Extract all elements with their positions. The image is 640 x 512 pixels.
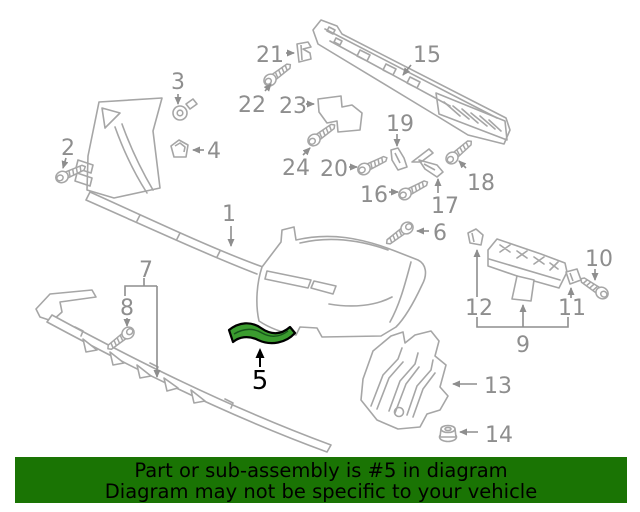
part-label-17: 17 (431, 194, 459, 219)
part-label-19: 19 (386, 112, 414, 137)
part-label-11: 11 (558, 296, 586, 321)
leader-arrows (61, 49, 599, 436)
part-label-4: 4 (207, 139, 221, 164)
bumper-top-edge (85, 191, 264, 275)
part-label-13: 13 (484, 374, 512, 399)
part-label-5: 5 (252, 366, 269, 396)
bracket-icon-19 (390, 147, 408, 171)
part-label-18: 18 (467, 171, 495, 196)
reinforcement-bar-illustration (312, 19, 511, 145)
part-label-12: 12 (465, 296, 493, 321)
shield-illustration (360, 330, 449, 430)
shield-hole (393, 406, 405, 418)
part-label-3: 3 (171, 70, 185, 95)
reflector-strip-stripe (233, 328, 289, 337)
leader-arrow-22 (263, 83, 272, 92)
group-bracket-7 (124, 278, 157, 296)
bumper-corner-details (74, 107, 154, 194)
valance-end-cap (35, 289, 97, 322)
bumper-face-shape (256, 226, 427, 338)
leader-arrow-24 (302, 147, 311, 156)
banner-line-2: Diagram may not be specific to your vehi… (105, 480, 537, 503)
reinforcement-bar-details (324, 26, 498, 119)
screw-icon-16 (396, 176, 431, 203)
leader-arrow-15 (402, 64, 412, 76)
banner-background (15, 457, 627, 503)
part-label-7: 7 (139, 258, 153, 283)
bracket-icon-17 (411, 148, 444, 178)
side-bracket-ribs (488, 244, 561, 281)
part-labels: 1 2 3 4 6 7 8 9 10 11 12 13 14 15 16 17 … (61, 43, 613, 448)
banner-line-1: Part or sub-assembly is #5 in diagram (134, 459, 507, 482)
part-label-15: 15 (413, 43, 441, 68)
valance-fins (82, 338, 206, 404)
part-label-6: 6 (433, 221, 447, 246)
valance-strip (46, 314, 332, 453)
part-label-20: 20 (320, 157, 348, 182)
side-bracket-leg (511, 275, 535, 302)
bumper-face-details (264, 238, 412, 323)
highlight-banner: Part or sub-assembly is #5 in diagram Di… (15, 457, 627, 503)
part-label-2: 2 (61, 136, 75, 161)
nut-icon-14 (438, 424, 458, 443)
clip-icon-3 (172, 98, 198, 121)
leader-arrow-2 (61, 157, 69, 169)
part-label-16: 16 (360, 183, 388, 208)
leader-arrow-18 (458, 160, 467, 169)
part-label-23: 23 (279, 94, 307, 119)
clip-icon-4 (170, 139, 189, 158)
bumper-cover-illustration (74, 97, 427, 338)
clip-icon-12 (467, 228, 484, 246)
screw-icon-20 (355, 152, 391, 178)
part-label-21: 21 (256, 43, 284, 68)
shield-shape (360, 330, 449, 430)
highlighted-part-5: 5 (227, 322, 297, 396)
plate-icon-23 (317, 95, 363, 133)
bumper-corner-shape (86, 97, 163, 199)
part-label-8: 8 (120, 296, 134, 321)
bracket-icon-21 (296, 41, 312, 63)
part-label-14: 14 (485, 423, 513, 448)
shield-ribs (370, 347, 436, 418)
part-label-22: 22 (238, 93, 266, 118)
reinforcement-bar-hatch (435, 92, 508, 141)
screw-icon-2 (53, 160, 89, 186)
side-bracket-illustration (487, 238, 568, 302)
screw-icon-8 (103, 323, 138, 354)
valance-illustration (35, 289, 332, 453)
part-label-24: 24 (282, 156, 310, 181)
clip-icon-11 (565, 268, 582, 285)
part-label-10: 10 (585, 247, 613, 272)
screw-icon-6 (382, 218, 417, 249)
part-label-9: 9 (516, 333, 530, 358)
part-label-1: 1 (222, 202, 236, 227)
screw-icon-24 (304, 119, 339, 149)
